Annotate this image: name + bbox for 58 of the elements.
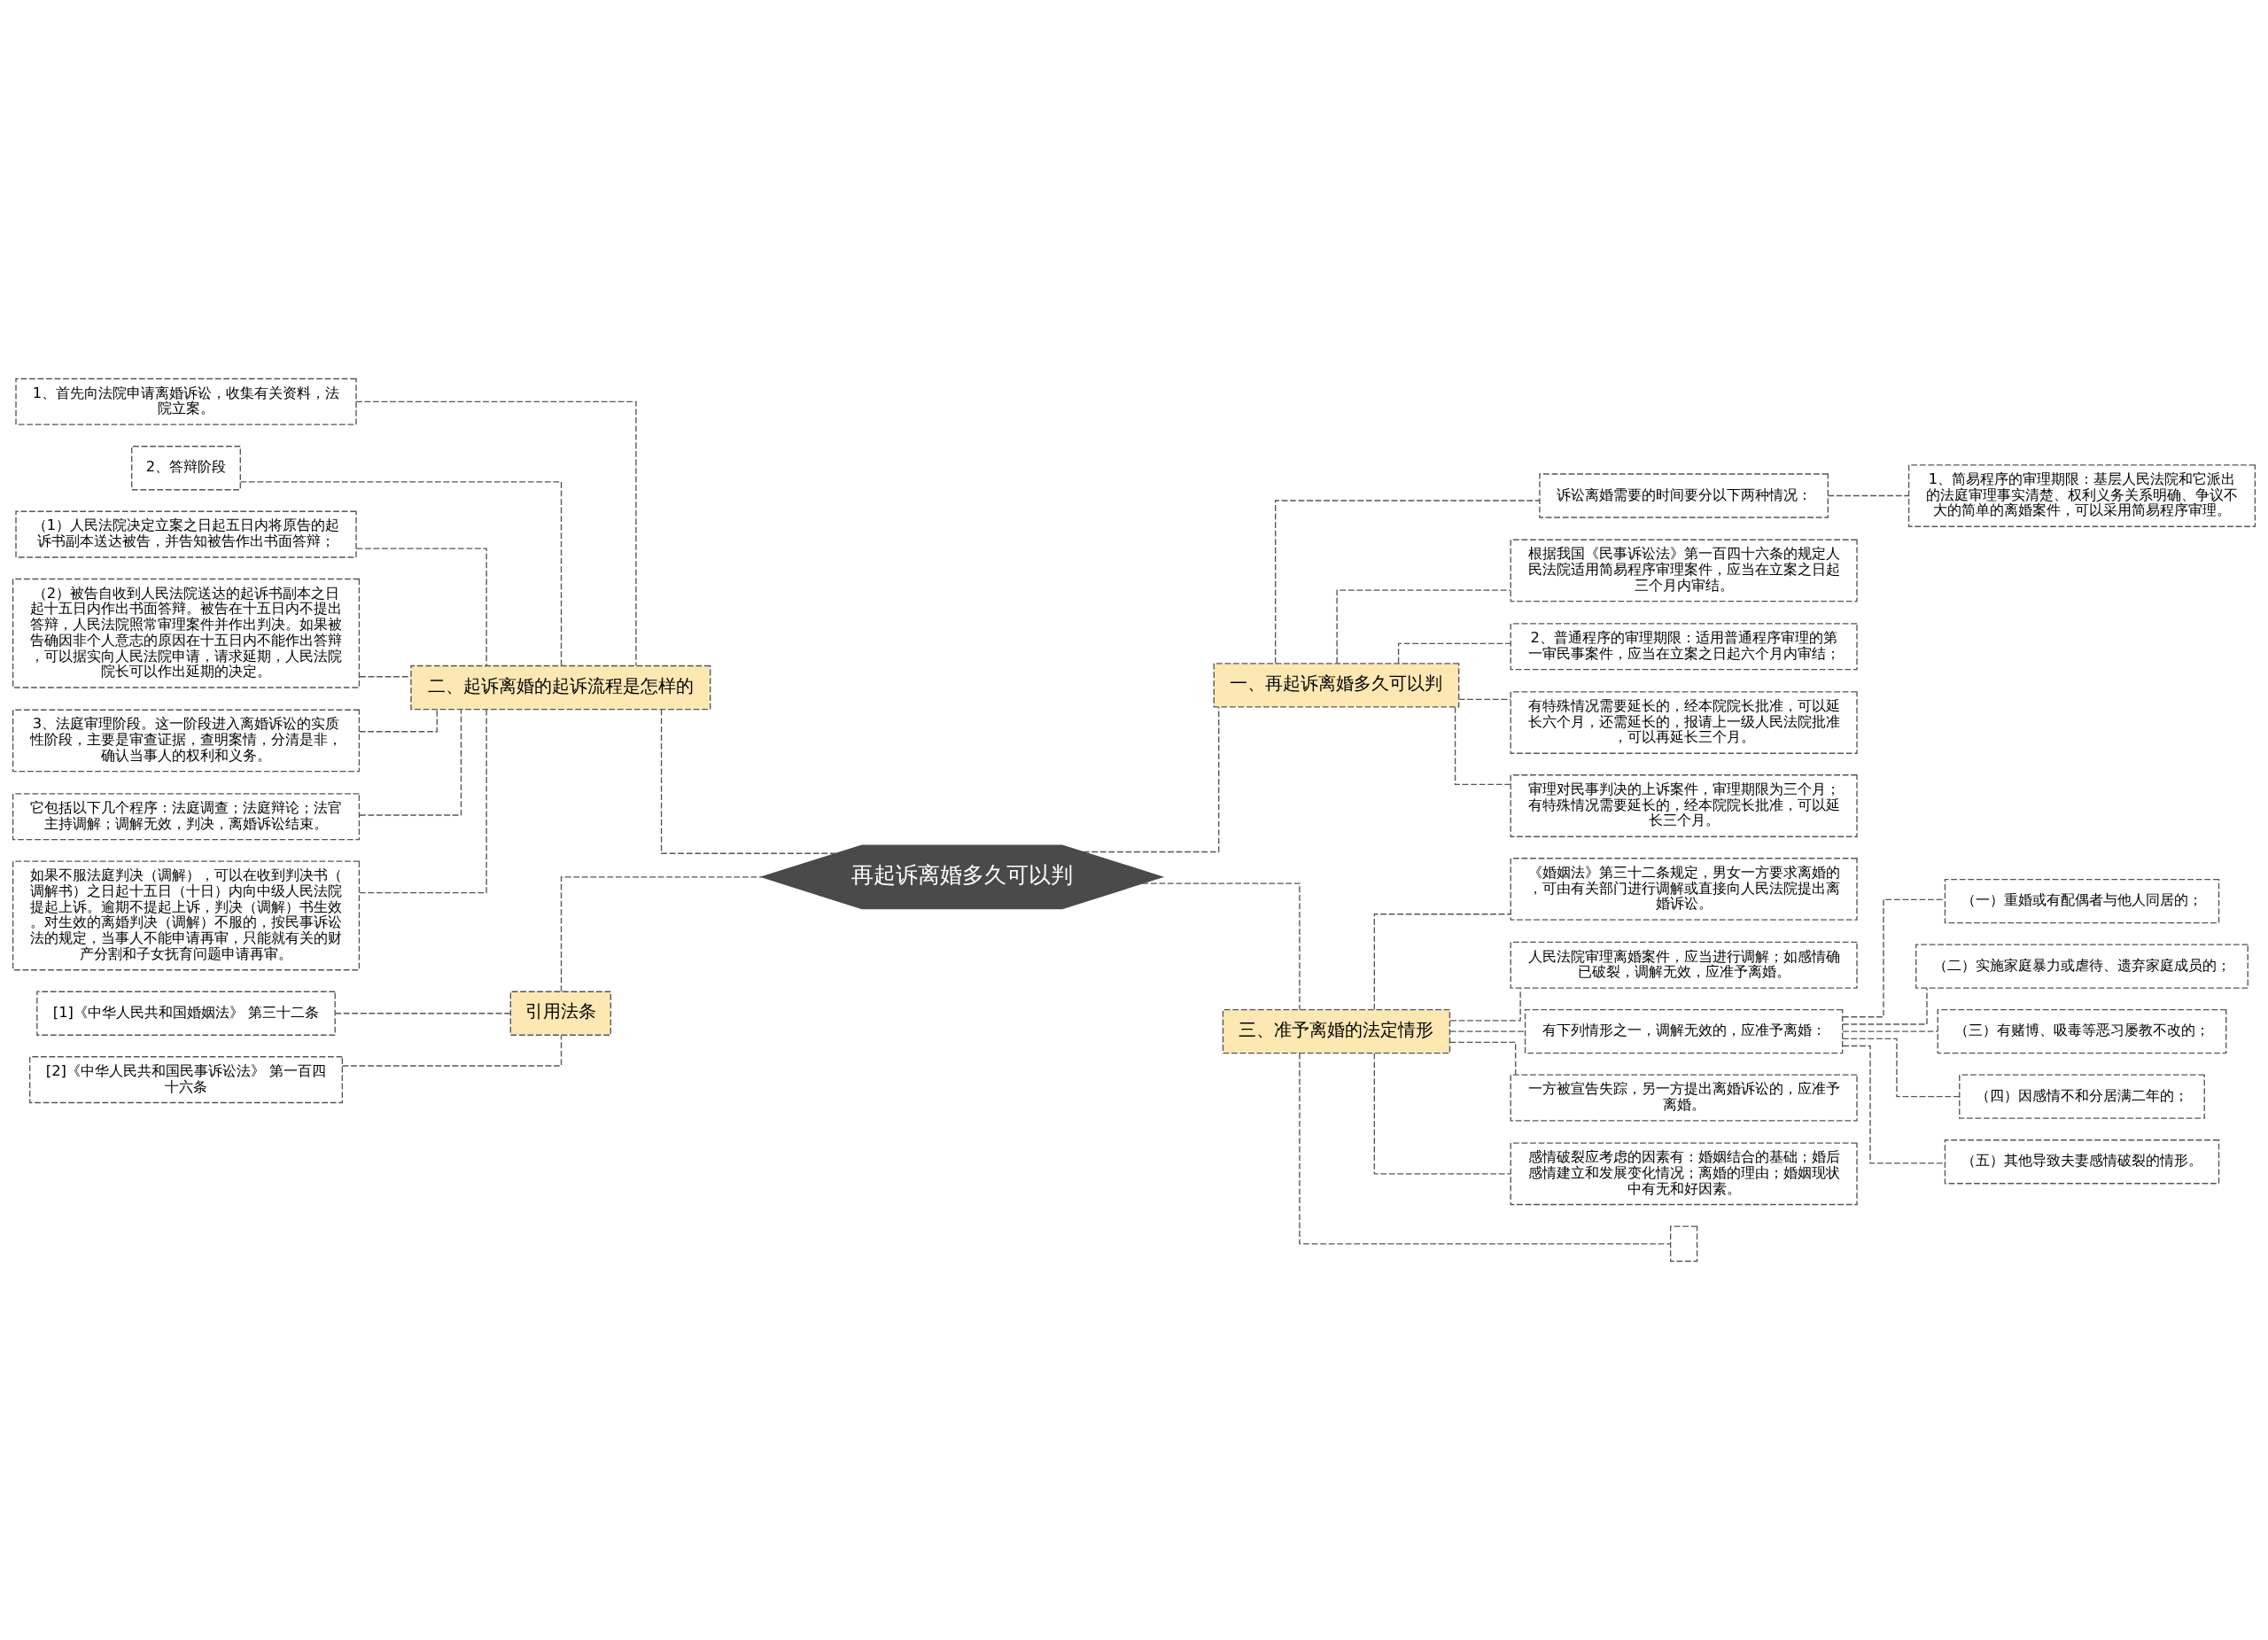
- node-box: 一、再起诉离婚多久可以判: [1213, 663, 1460, 708]
- connector: [359, 676, 412, 678]
- node-box: 有特殊情况需要延长的，经本院院长批准，可以延长六个月，还需延长的，报请上一级人民法院批准，可以再延长三个月。: [1510, 691, 1858, 754]
- connector: [1141, 882, 1301, 1011]
- node-box: （三）有赌博、吸毒等恶习屡教不改的；: [1937, 1008, 2227, 1054]
- node-box: 诉讼离婚需要的时间要分以下两种情况：: [1539, 473, 1829, 518]
- node-box: 1、简易程序的审理期限：基层人民法院和它派出的法庭审理事实清楚、权利义务关系明确、争议不大的简单的离婚案件，可以采用简易程序审理。: [1907, 464, 2256, 527]
- node-box: 3、法庭审理阶段。这一阶段进入离婚诉讼的实质性阶段，主要是审查证据，查明案情，分清是非，确认当事人的权利和义务。: [12, 709, 361, 773]
- connector: [1842, 1030, 1938, 1032]
- connector: [341, 1034, 563, 1067]
- node-box: 2、答辩阶段: [131, 446, 241, 491]
- connector: [1373, 913, 1511, 1010]
- node-box: 审理对民事判决的上诉案件，审理期限为三个月；有特殊情况需要延长的，经本院院长批准，可以延长三个月。: [1510, 774, 1858, 837]
- connector: [1299, 1053, 1671, 1245]
- node-box: 《婚姻法》第三十二条规定，男女一方要求离婚的，可由有关部门进行调解或直接向人民法院提出离婚诉讼。: [1510, 858, 1858, 921]
- connector: [1336, 589, 1511, 665]
- connector: [1449, 987, 1521, 1022]
- connector: [1842, 1045, 1946, 1164]
- node-box: 二、起诉离婚的起诉流程是怎样的: [410, 665, 711, 711]
- connector: [1083, 706, 1220, 853]
- connector: [660, 709, 837, 854]
- node-box: 有下列情形之一，调解无效的，应准予离婚：: [1524, 1008, 1844, 1054]
- node-box: 根据我国《民事诉讼法》第一百四十六条的规定人民法院适用简易程序审理案件，应当在立案之日起三个月内审结。: [1510, 539, 1858, 602]
- node-box: 2、普通程序的审理期限：适用普通程序审理的第一审民事案件，应当在立案之日起六个月内审结；: [1510, 623, 1858, 671]
- connector: [1458, 698, 1511, 700]
- node-box: （二）实施家庭暴力或虐待、遗弃家庭成员的；: [1915, 944, 2249, 989]
- connector: [1842, 1038, 1961, 1098]
- node-box: 如果不服法庭判决（调解），可以在收到判决书（调解书）之日起十五日（十日）内向中级人民法院提起上诉。逾期不提起上诉，判决（调解）书生效。对生效的离婚判决（调解）不服的，按民事诉讼法的规定，当事人不能申请再审，只能就有关的财产分割和子女抚育问题申请再审。: [12, 860, 361, 971]
- node-box: 引用法条: [509, 991, 612, 1036]
- node-box: （2）被告自收到人民法院送达的起诉书副本之日起十五日内作出书面答辩。被告在十五日内不提出答辩，人民法院照常审理案件并作出判决。如果被告确因非个人意志的原因在十五日内不能作出答辩，可以据实向人民法院申请，请求延期，人民法院院长可以作出延期的决定。: [12, 578, 361, 688]
- node-box: （一）重婚或有配偶者与他人同居的；: [1944, 878, 2220, 924]
- node-box: 一方被宣告失踪，另一方提出离婚诉讼的，应准予离婚。: [1510, 1074, 1858, 1122]
- node-box: [1]《中华人民共和国婚姻法》 第三十二条: [36, 991, 336, 1036]
- connector: [359, 709, 462, 816]
- connector: [560, 876, 763, 992]
- connector: [355, 400, 637, 666]
- node-box: （1）人民法院决定立案之日起五日内将原告的起诉书副本送达被告，并告知被告作出书面答辩；: [15, 510, 357, 558]
- connector: [1827, 494, 1910, 497]
- node-box: 感情破裂应考虑的因素有：婚姻结合的基础；婚后感情建立和发展变化情况；离婚的理由；婚姻现状中有无和好因素。: [1510, 1142, 1858, 1206]
- node-box: 人民法院审理离婚案件，应当进行调解；如感情确已破裂，调解无效，应准予离婚。: [1510, 941, 1858, 989]
- node-box: 三、准予离婚的法定情形: [1222, 1008, 1451, 1054]
- node-box: 它包括以下几个程序：法庭调查；法庭辩论；法官主持调解；调解无效，判决，离婚诉讼结束。: [12, 793, 361, 841]
- connector: [355, 548, 487, 667]
- node-box: [2]《中华人民共和国民事诉讼法》 第一百四十六条: [29, 1056, 344, 1104]
- node-box: [1669, 1225, 1698, 1263]
- connector: [359, 709, 487, 894]
- connector: [1842, 987, 1928, 1025]
- connector: [1275, 500, 1541, 665]
- connector: [334, 1013, 511, 1014]
- connector: [1449, 1041, 1517, 1076]
- node-box: （四）因感情不和分居满二年的；: [1959, 1074, 2205, 1119]
- connector: [1454, 706, 1511, 785]
- node-box: 1、首先向法院申请离婚诉讼，收集有关资料，法院立案。: [15, 377, 357, 425]
- connector: [1373, 1053, 1511, 1175]
- node-box: （五）其他导致夫妻感情破裂的情形。: [1944, 1139, 2220, 1185]
- connector: [1449, 1030, 1526, 1032]
- connector: [358, 709, 438, 733]
- connector: [239, 481, 563, 666]
